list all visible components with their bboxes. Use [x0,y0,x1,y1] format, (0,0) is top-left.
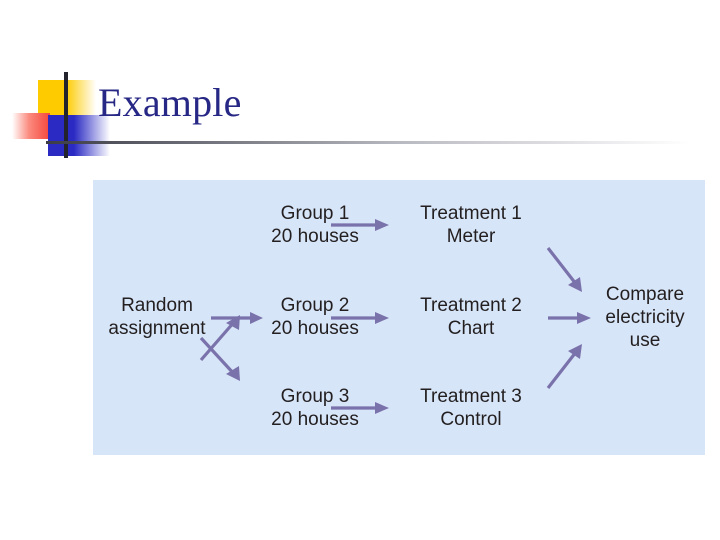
node-group-3: Group 3 20 houses [271,386,359,431]
title-underline-rule [46,141,690,144]
arrow-random-to-group3 [199,336,240,381]
node-group-2: Group 2 20 houses [271,295,359,340]
node-treatment-2: Treatment 2 Chart [420,295,522,340]
node-treatment-3: Treatment 3 Control [420,386,522,431]
arrow-random-to-group2 [211,312,263,324]
arrow-treatment2-to-compare [548,312,591,324]
arrow-group1-to-treatment1 [331,219,389,231]
node-group-1: Group 1 20 houses [271,203,359,248]
arrow-treatment1-to-compare [546,247,582,292]
decoration-red-square [12,113,50,139]
arrow-group2-to-treatment2 [331,312,389,324]
arrow-group3-to-treatment3 [331,402,389,414]
page-title: Example [98,80,242,125]
experiment-flow-diagram: Random assignment Group 1 20 houses Grou… [93,180,705,455]
node-compare-electricity-use: Compare electricity use [605,284,685,352]
arrow-treatment3-to-compare [546,344,582,389]
decoration-blue-square [48,115,110,156]
node-random-assignment: Random assignment [108,295,206,340]
diagram-arrows [199,219,591,414]
node-treatment-1: Treatment 1 Meter [420,203,522,248]
decoration-vertical-line [64,72,68,158]
